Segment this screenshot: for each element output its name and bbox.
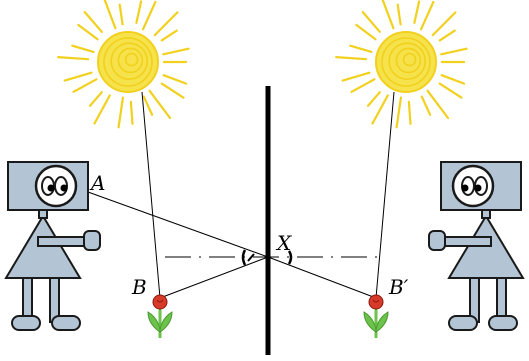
sun-ray — [153, 11, 179, 37]
sun-ray — [77, 23, 99, 41]
sun-ray — [366, 91, 381, 107]
sun-ray — [71, 44, 95, 53]
sun-ray — [395, 96, 403, 129]
label-b-prime: B′ — [388, 275, 409, 299]
eye-icon — [41, 176, 68, 196]
sun-ray — [371, 94, 389, 125]
label-x: X — [275, 231, 292, 255]
ray-mirror-to-flower — [159, 256, 269, 299]
flower-icon — [147, 294, 173, 338]
sun-swirl — [117, 47, 144, 74]
flower-reflection-icon — [363, 294, 389, 338]
label-a: A — [89, 171, 105, 195]
sun-swirl — [395, 47, 422, 74]
ray-eye-to-mirror — [87, 191, 269, 258]
sun-ray — [141, 0, 157, 31]
sun-ray — [72, 78, 98, 93]
ray-sun-to-flower — [141, 91, 161, 299]
sun-ray — [440, 47, 468, 56]
sun-swirl — [103, 37, 153, 87]
sun-ray — [440, 74, 466, 85]
angle-mark-incidence — [241, 249, 247, 266]
sun-ray — [355, 23, 377, 41]
sun-ray — [413, 0, 421, 25]
sun-ray — [438, 82, 463, 99]
sun-swirl — [402, 52, 417, 67]
angle-tick — [247, 253, 255, 262]
sun-ray — [350, 78, 376, 93]
sun-ray — [396, 3, 402, 26]
sun-reflection-icon — [335, 0, 468, 129]
sun-ray — [349, 44, 373, 53]
sun-ray — [438, 29, 456, 42]
sun-ray — [118, 3, 124, 26]
sun-ray — [117, 96, 125, 129]
sun-core — [97, 31, 159, 93]
sun-ray — [162, 47, 190, 56]
sun-swirl — [388, 42, 427, 81]
sun-ray — [135, 0, 143, 25]
sun-ray — [148, 89, 172, 120]
sun-ray — [88, 91, 103, 107]
sun-swirl — [381, 37, 431, 87]
sun-ray — [162, 74, 188, 85]
angle-mark-reflection — [287, 250, 293, 265]
sun-ray — [341, 71, 371, 82]
sun-swirl — [124, 52, 139, 67]
sun-ray — [103, 0, 117, 30]
sun-swirl — [110, 42, 149, 81]
label-b: B — [131, 275, 147, 299]
observer-reflection-icon — [428, 161, 525, 331]
sun-ray — [431, 11, 457, 37]
sun-core — [375, 31, 437, 93]
observer-icon — [4, 161, 101, 331]
sun-ray — [407, 100, 412, 125]
sun-ray — [420, 95, 432, 116]
sun-ray — [63, 71, 93, 82]
sun-ray — [426, 89, 450, 120]
sun-ray — [419, 0, 435, 31]
sun-ray — [361, 10, 381, 33]
ray-mirror-to-reflected-flower — [267, 256, 377, 299]
sun-ray — [160, 82, 185, 99]
sun-ray — [142, 95, 154, 116]
sun-ray — [93, 94, 111, 125]
sun-ray — [57, 55, 90, 61]
sun-ray — [160, 29, 178, 42]
sun-ray — [83, 10, 103, 33]
sun-icon — [57, 0, 190, 129]
sun-ray — [381, 0, 395, 30]
sun-ray — [129, 100, 134, 125]
ray-sun-to-reflected-flower — [375, 91, 395, 299]
sun-ray — [335, 55, 368, 61]
